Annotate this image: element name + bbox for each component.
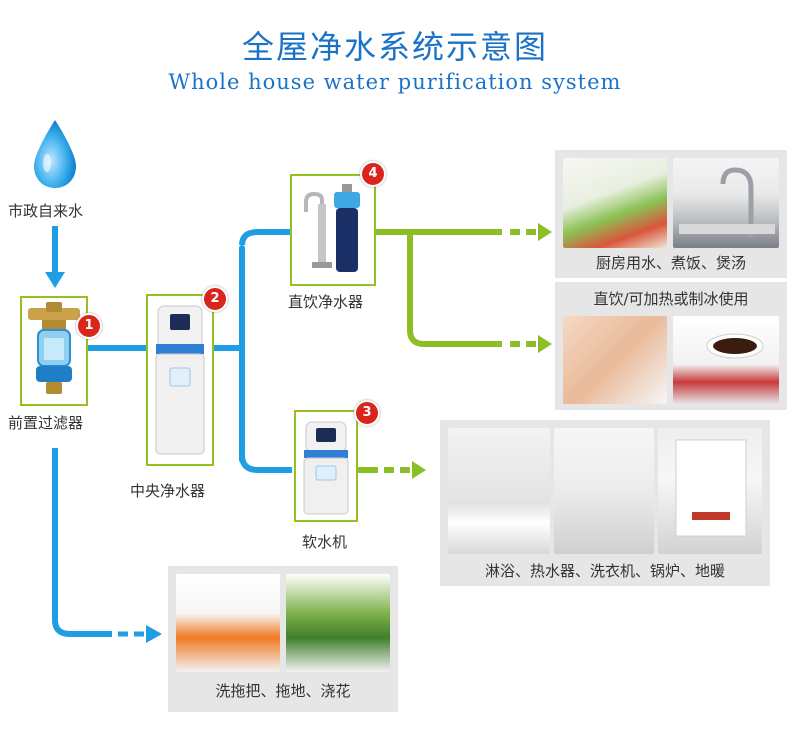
bath-panel: 淋浴、热水器、洗衣机、锅炉、地暖 [440,420,770,586]
mop-bucket-photo [176,574,280,672]
softener-label: 软水机 [302,533,348,551]
coffee-cup-icon [706,333,764,359]
prefilter-label: 前置过滤器 [8,414,84,432]
direct-purifier-device-icon [304,184,360,272]
direct-purifier-box[interactable] [290,174,376,286]
vegetables-photo [563,158,667,248]
blue-pipes [52,226,292,637]
central-purifier-device-icon [155,305,205,455]
arrow-right-icon [412,461,426,479]
cleaning-caption: 洗拖把、拖地、浇花 [215,682,351,700]
arrow-down-icon [45,272,65,288]
direct-purifier-label: 直饮净水器 [288,293,364,311]
drinking-caption: 直饮/可加热或制冰使用 [593,290,749,308]
prefilter-box[interactable] [20,296,88,406]
badge-2: 2 [202,286,228,312]
kitchen-sink-photo [673,158,779,248]
badge-4: 4 [360,161,386,187]
central-purifier-label: 中央净水器 [130,482,206,500]
green-pipes [356,229,502,473]
softener-box[interactable] [294,410,358,522]
shower-photo [448,428,550,554]
softener-device-icon [303,421,349,515]
arrow-right-icon [146,625,162,643]
badge-3: 3 [354,400,380,426]
arrow-right-icon [538,335,552,353]
dashed-arrow-green [384,229,536,473]
cleaning-panel: 洗拖把、拖地、浇花 [168,566,398,712]
boiler-icon [675,439,747,537]
coffee-photo [673,316,779,404]
arrow-right-icon [538,223,552,241]
plant-photo [286,574,390,672]
drinking-panel: 直饮/可加热或制冰使用 [555,282,787,410]
bath-caption: 淋浴、热水器、洗衣机、锅炉、地暖 [484,562,725,580]
title-english: Whole house water purification system [168,70,622,94]
baby-photo [563,316,667,404]
source-label: 市政自来水 [8,202,84,220]
title-chinese: 全屋净水系统示意图 [241,28,548,66]
laundry-photo [554,428,654,554]
boiler-photo [658,428,762,554]
central-purifier-box[interactable] [146,294,214,466]
kitchen-panel: 厨房用水、煮饭、煲汤 [555,150,787,278]
badge-1: 1 [76,313,102,339]
water-drop-icon [34,120,76,188]
faucet-icon [679,167,775,238]
kitchen-caption: 厨房用水、煮饭、煲汤 [595,254,746,272]
prefilter-device-icon [28,302,80,394]
